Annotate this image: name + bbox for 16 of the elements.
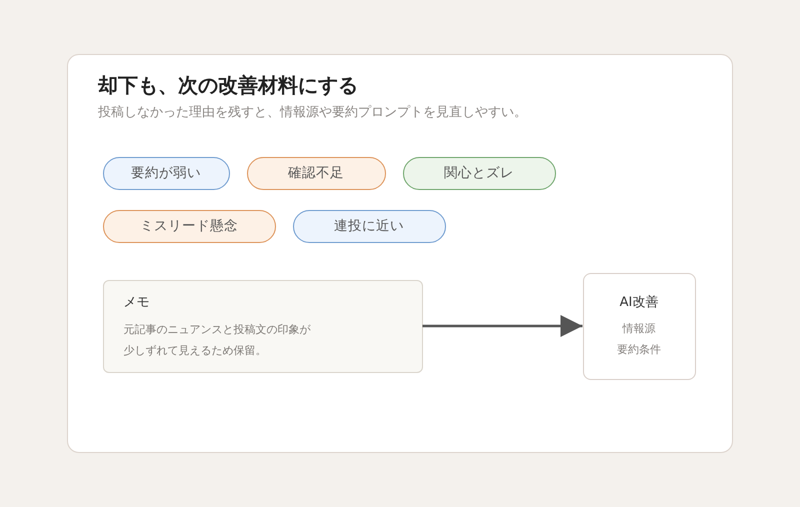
heading: 却下も、次の改善材料にする (98, 72, 358, 98)
memo-card (102, 280, 422, 372)
arrow (422, 315, 582, 337)
reason-tag: 確認不足 (246, 156, 386, 190)
memo-heading: メモ (124, 294, 150, 312)
reason-tag: 要約が弱い (102, 156, 230, 190)
subtitle: 投稿しなかった理由を残すと、情報源や要約プロンプトを見直しやすい。 (98, 104, 527, 122)
box-title: AI改善 (620, 294, 658, 312)
list-item: 情報源 (622, 320, 656, 336)
list-item: 要約条件 (617, 342, 661, 358)
reason-tag: 関心とズレ (402, 156, 556, 190)
reason-tag: ミスリード懸念 (102, 210, 276, 242)
memo-text: 元記事のニュアンスと投稿文の印象が少しずれて見えるため保留。 (124, 322, 312, 358)
card-panel (67, 54, 733, 453)
reason-tag: 連投に近い (292, 210, 446, 242)
process-box (582, 272, 696, 380)
